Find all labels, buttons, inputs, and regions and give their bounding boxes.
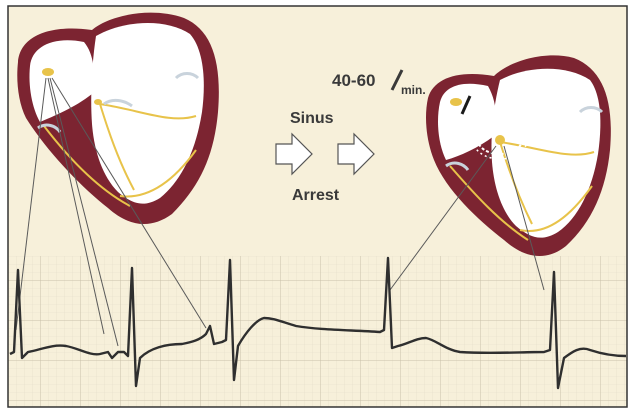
- arrest-label: Arrest: [292, 187, 340, 204]
- rate-value: 40-60: [332, 71, 375, 90]
- sa-node: [42, 68, 54, 76]
- av-node-left: [94, 99, 102, 105]
- sa-node-inactive: [450, 98, 462, 106]
- rate-unit: min.: [401, 83, 426, 97]
- sinus-label: Sinus: [290, 110, 334, 127]
- av-junction-focus: [495, 135, 505, 145]
